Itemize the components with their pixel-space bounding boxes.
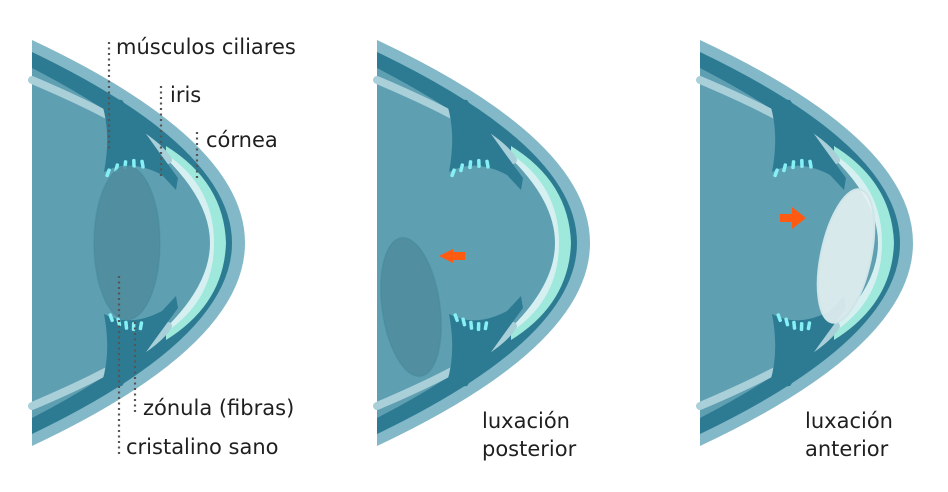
panel-anterior-luxation: luxación anterior — [700, 40, 913, 461]
healthy-lens — [93, 165, 161, 321]
caption-anterior-line1: luxación — [805, 409, 893, 433]
dislocated-lens-posterior — [379, 236, 443, 378]
panel-posterior-luxation: luxación posterior — [373, 40, 590, 461]
arrow-right-icon — [780, 207, 806, 229]
caption-posterior-line2: posterior — [482, 437, 577, 461]
panel-healthy-eye: músculos ciliares iris córnea zónula (fi… — [32, 35, 296, 459]
label-ciliary-muscles: músculos ciliares — [116, 35, 296, 59]
label-healthy-lens: cristalino sano — [126, 435, 279, 459]
caption-posterior-line1: luxación — [482, 409, 570, 433]
label-zonule: zónula (fibras) — [143, 396, 294, 420]
caption-anterior-line2: anterior — [805, 437, 889, 461]
eye-cross-section — [700, 40, 913, 446]
label-iris: iris — [170, 83, 201, 107]
arrow-left-icon — [439, 249, 465, 263]
label-cornea: córnea — [206, 128, 278, 152]
dislocated-lens-anterior — [816, 188, 876, 324]
